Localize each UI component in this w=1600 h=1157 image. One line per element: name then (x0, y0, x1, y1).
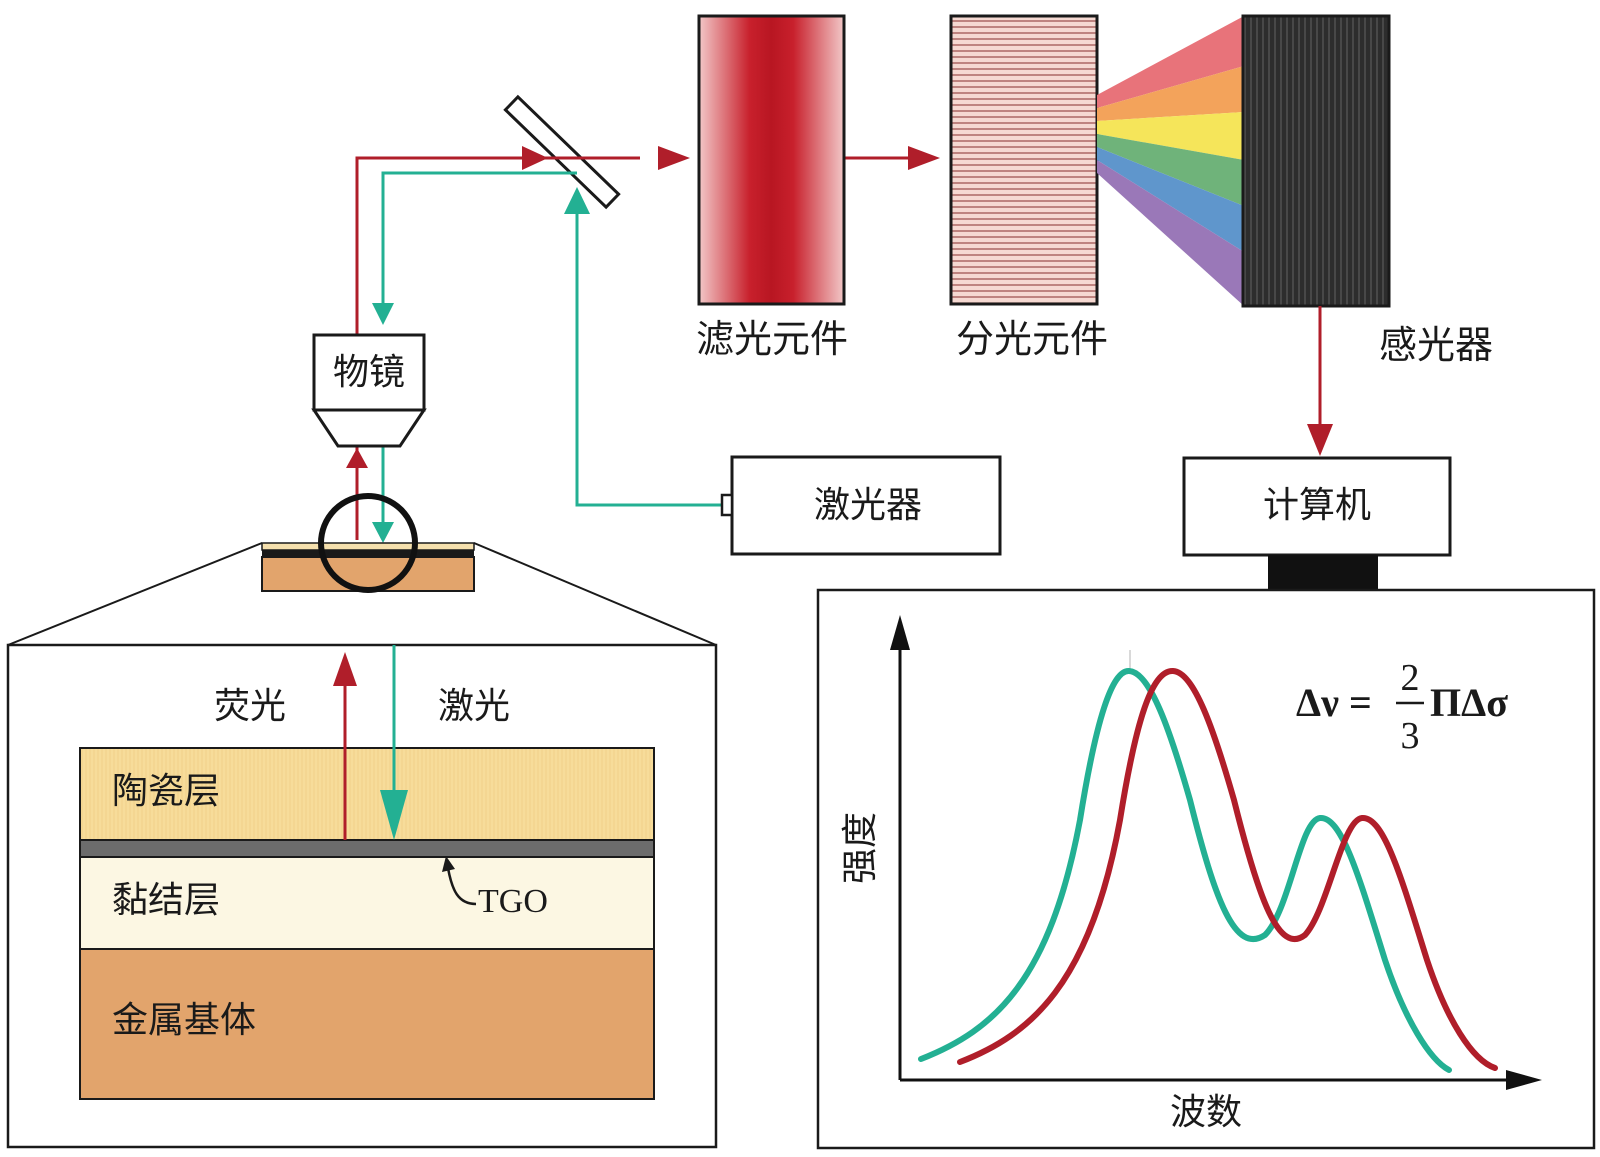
y-axis-label: 强度 (840, 812, 881, 884)
sample-specimen (261, 542, 475, 592)
computer: 计算机 (1182, 456, 1452, 589)
bond-layer-label: 黏结层 (112, 880, 220, 921)
formula-lhs: Δν = (1296, 680, 1372, 725)
laser-source: 激光器 (720, 455, 1002, 556)
arrow-head (372, 522, 394, 543)
spectrum-curve-reference (918, 668, 1452, 1073)
layer-cross-section-panel: 陶瓷层 黏结层 金属基体 TGO 荧光 激光 (6, 643, 718, 1149)
spectrum-curve-stressed (957, 668, 1498, 1071)
fluorescence-arrow-head (333, 652, 357, 686)
x-axis-label: 波数 (1170, 1092, 1242, 1133)
substrate-layer (79, 948, 655, 1100)
filter-label: 滤光元件 (696, 317, 848, 361)
objective-label: 物镜 (333, 352, 405, 393)
laser-source-label: 激光器 (814, 485, 922, 526)
spectrum-plot-panel: 波数 强度 Δν = 2 3 ΠΔσ (816, 588, 1596, 1150)
laser-beam-path (372, 171, 722, 543)
y-axis-arrow (890, 615, 910, 650)
sensor-label: 感光器 (1379, 323, 1493, 367)
beam-splitter-element: 分光元件 (949, 14, 1108, 361)
arrow-head (658, 146, 690, 170)
x-axis-arrow (1506, 1070, 1542, 1090)
laser-arrow-head (380, 790, 408, 840)
arrow-head (908, 146, 940, 170)
sensor-to-computer-arrow (1307, 306, 1333, 456)
tgo-pointer (446, 867, 477, 906)
arrow-head (564, 187, 590, 214)
zoom-lines (7, 542, 717, 646)
laser-label: 激光 (438, 686, 510, 727)
arrow-head (346, 448, 368, 468)
objective-lens: 物镜 (311, 333, 427, 448)
bond-layer (79, 856, 655, 950)
tgo-pointer-head (442, 856, 455, 872)
filter-element: 滤光元件 (696, 14, 848, 361)
arrow-head (372, 303, 394, 325)
fluorescence-label: 荧光 (214, 686, 286, 727)
tgo-label: TGO (478, 883, 548, 920)
formula-denominator: 3 (1401, 715, 1420, 757)
tgo-layer (79, 839, 655, 858)
spectrum-fan (1097, 16, 1244, 306)
arrow-head (522, 146, 548, 170)
splitter-label: 分光元件 (956, 317, 1108, 361)
formula-rhs: ΠΔσ (1430, 680, 1508, 725)
formula-numerator: 2 (1401, 657, 1420, 699)
magnifier-circle (318, 493, 418, 593)
photo-sensor: 感光器 (1241, 14, 1493, 367)
raman-shift-formula: Δν = 2 3 ΠΔσ (1296, 657, 1508, 757)
computer-label: 计算机 (1263, 485, 1371, 526)
ceramic-layer-label: 陶瓷层 (112, 771, 220, 812)
substrate-layer-label: 金属基体 (112, 1000, 256, 1041)
